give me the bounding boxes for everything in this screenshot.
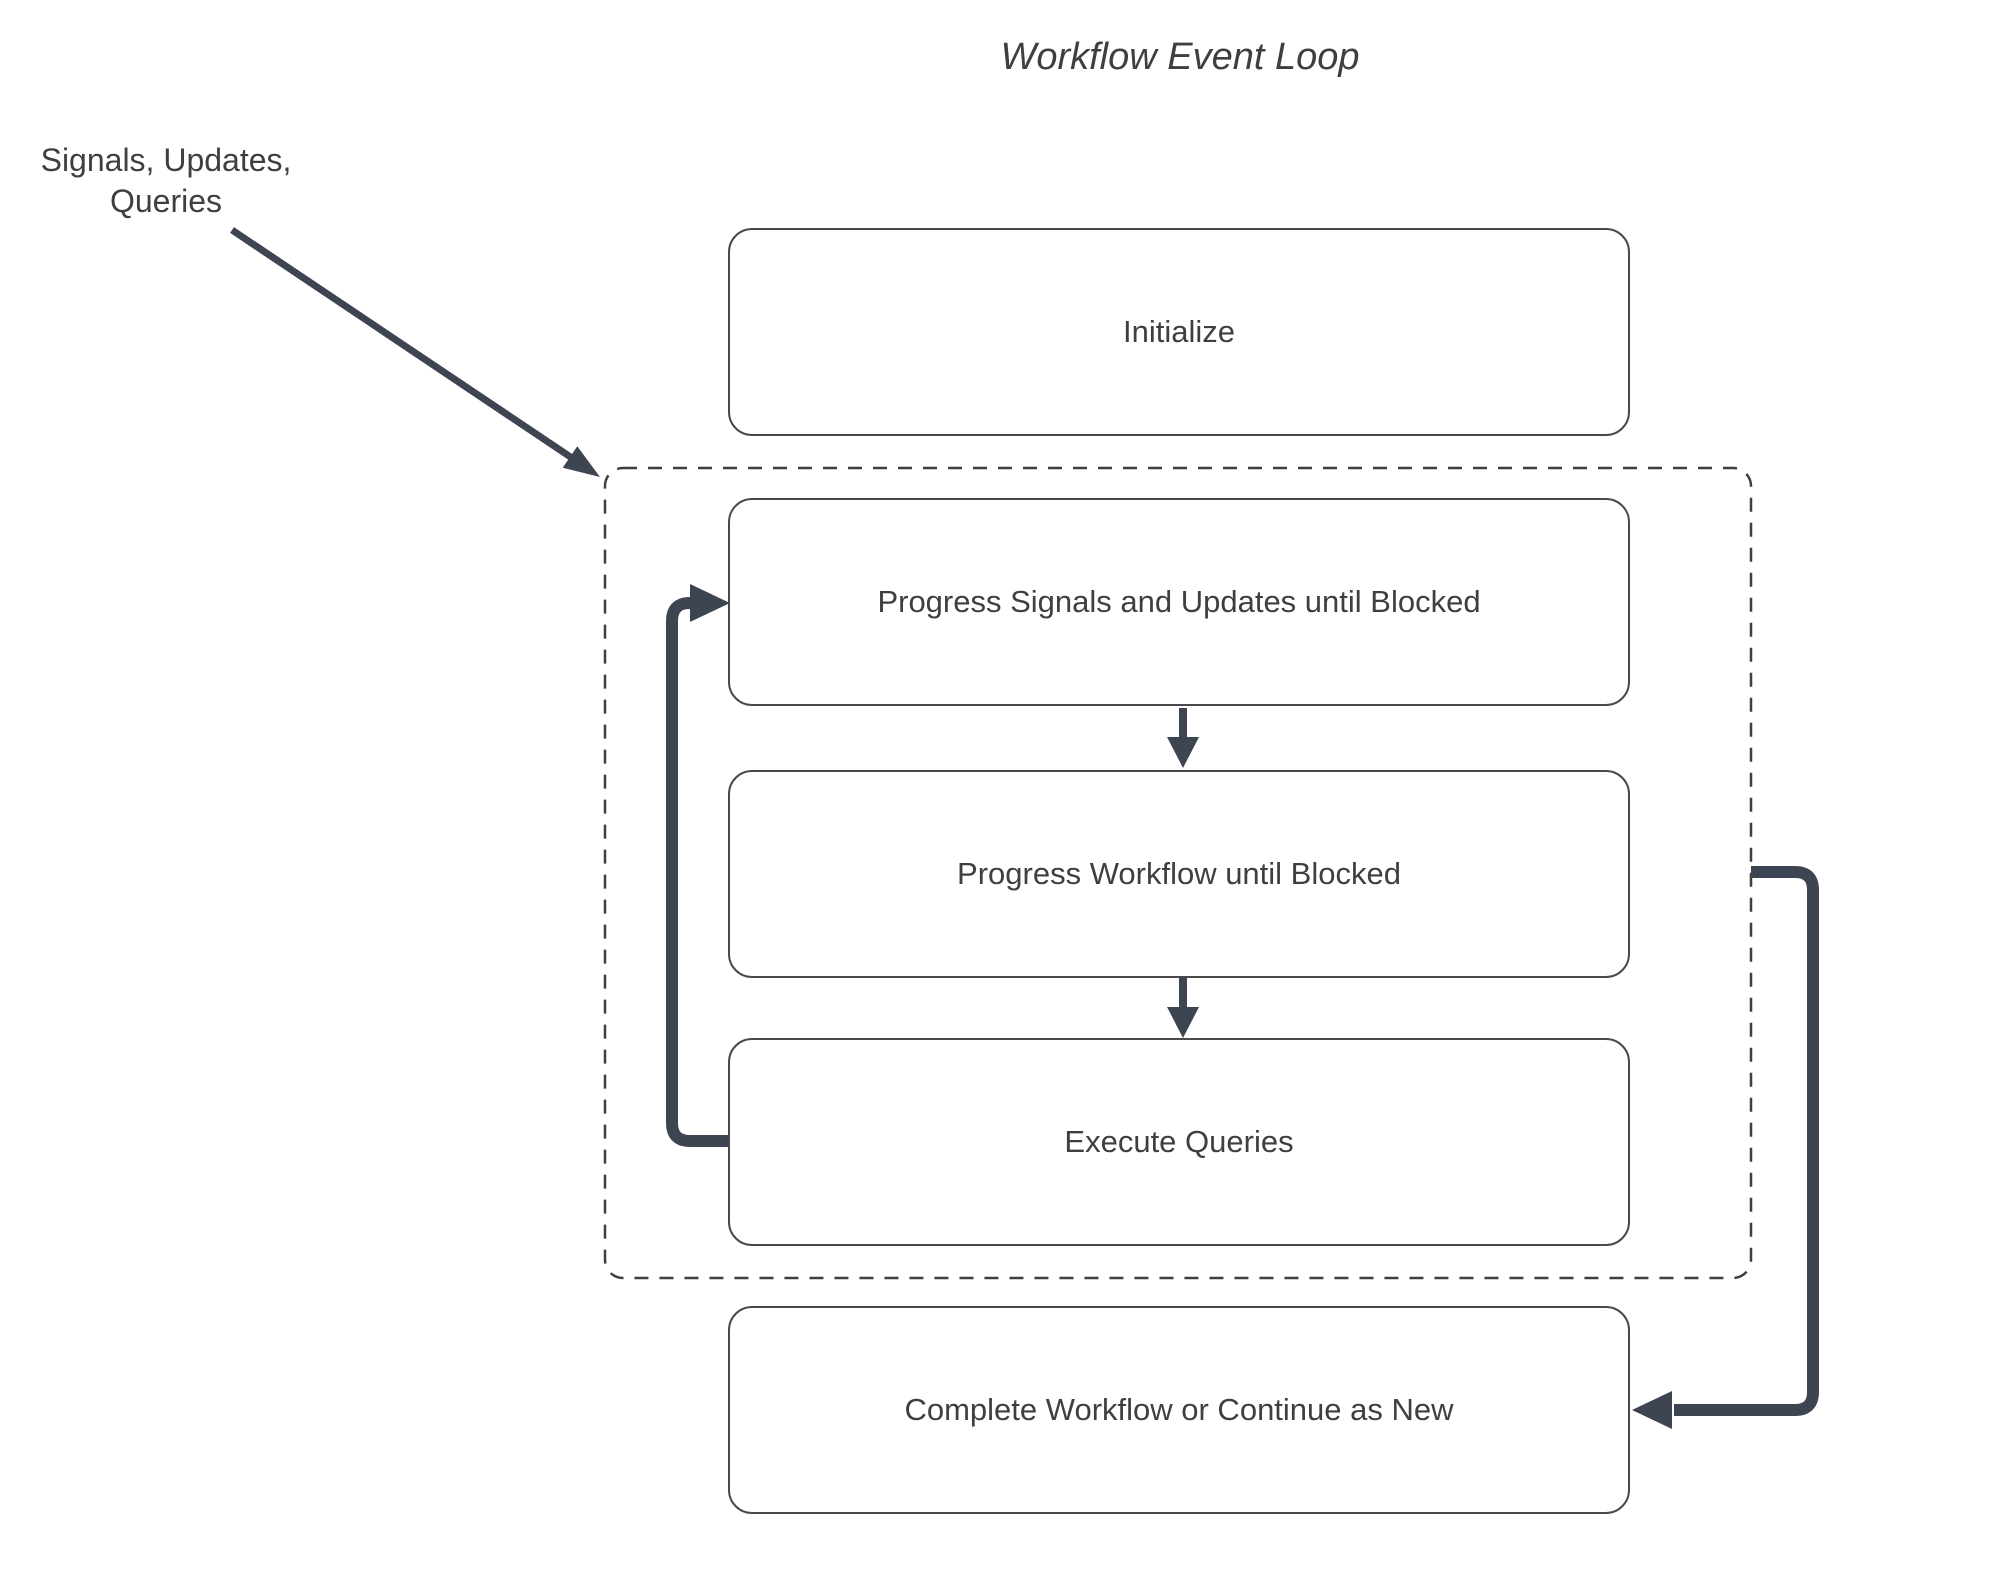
node-complete-workflow-label: Complete Workflow or Continue as New [904,1392,1454,1427]
node-execute-queries-label: Execute Queries [1064,1124,1294,1159]
node-progress-workflow: Progress Workflow until Blocked [728,770,1630,978]
node-progress-signals-label: Progress Signals and Updates until Block… [877,584,1481,619]
node-complete-workflow: Complete Workflow or Continue as New [728,1306,1630,1514]
loop-back-arrow [666,584,730,1147]
node-progress-signals-updates: Progress Signals and Updates until Block… [728,498,1630,706]
node-progress-workflow-label: Progress Workflow until Blocked [957,856,1401,891]
arrow-signals-to-workflow [1167,708,1199,768]
node-initialize-label: Initialize [1123,314,1235,349]
input-arrow [230,227,600,477]
diagram-title: Workflow Event Loop [1000,36,1360,78]
node-initialize: Initialize [728,228,1630,436]
ext-label-line2: Queries [109,183,223,219]
signals-updates-queries-label: Signals, Updates, Queries [16,140,316,222]
node-execute-queries: Execute Queries [728,1038,1630,1246]
ext-label-line1: Signals, Updates, [40,142,292,178]
arrow-workflow-to-queries [1167,978,1199,1038]
exit-arrow [1632,866,1819,1429]
